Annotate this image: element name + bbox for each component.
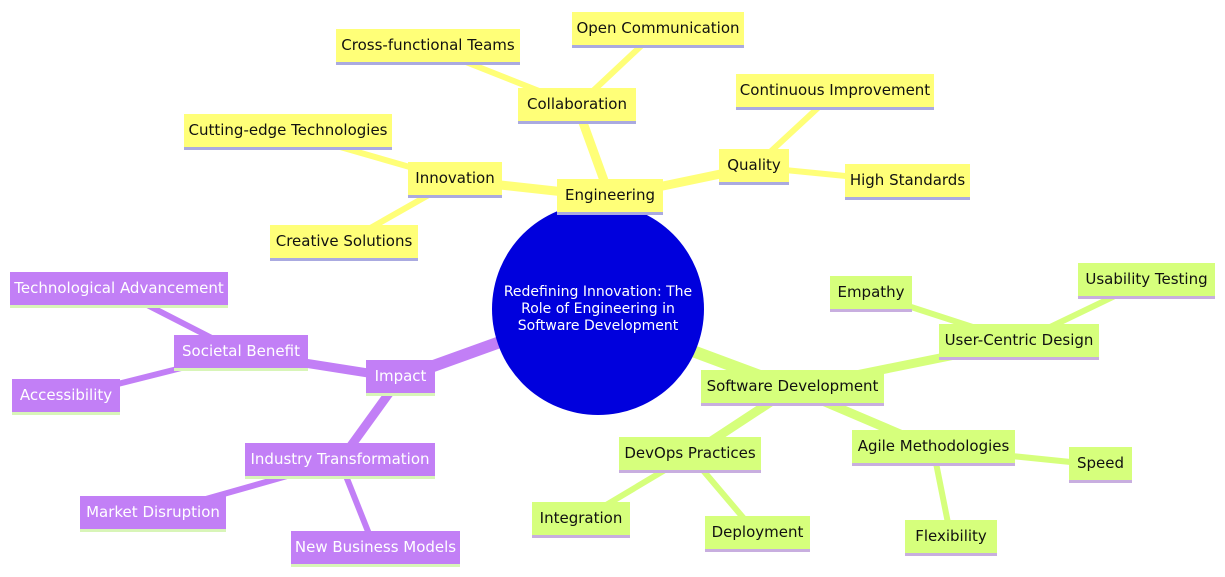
node-software-development: Software Development <box>701 370 884 406</box>
node-user-centric-design: User-Centric Design <box>939 324 1099 360</box>
node-market-disruption-label: Market Disruption <box>86 503 220 521</box>
node-cross-functional-teams-label: Cross-functional Teams <box>341 36 515 54</box>
node-quality: Quality <box>719 149 789 185</box>
node-industry-transformation-label: Industry Transformation <box>250 450 430 468</box>
node-societal-benefit: Societal Benefit <box>174 335 308 371</box>
node-flexibility: Flexibility <box>905 520 997 556</box>
root-node: Redefining Innovation: The Role of Engin… <box>492 203 704 415</box>
node-creative-solutions: Creative Solutions <box>270 225 418 261</box>
node-empathy: Empathy <box>830 276 912 312</box>
node-collaboration: Collaboration <box>518 88 636 124</box>
node-societal-benefit-label: Societal Benefit <box>182 342 300 360</box>
node-software-development-label: Software Development <box>706 377 879 395</box>
node-creative-solutions-label: Creative Solutions <box>275 232 413 250</box>
node-cutting-edge-technologies-label: Cutting-edge Technologies <box>188 121 388 139</box>
node-usability-testing-label: Usability Testing <box>1085 270 1208 288</box>
node-open-communication-label: Open Communication <box>576 19 740 37</box>
root-label: Redefining Innovation: The Role of Engin… <box>503 283 693 334</box>
node-innovation-label: Innovation <box>415 169 495 187</box>
node-technological-advancement: Technological Advancement <box>10 272 228 308</box>
node-high-standards-label: High Standards <box>849 171 966 189</box>
node-devops-practices-label: DevOps Practices <box>624 444 756 462</box>
node-integration: Integration <box>532 502 630 538</box>
node-speed: Speed <box>1069 447 1132 483</box>
node-market-disruption: Market Disruption <box>80 496 226 532</box>
node-industry-transformation: Industry Transformation <box>245 443 435 479</box>
node-open-communication: Open Communication <box>572 12 744 48</box>
node-cross-functional-teams: Cross-functional Teams <box>336 29 520 65</box>
node-impact: Impact <box>366 360 435 396</box>
node-impact-label: Impact <box>374 367 427 385</box>
node-deployment: Deployment <box>705 516 810 552</box>
node-integration-label: Integration <box>539 509 623 527</box>
node-empathy-label: Empathy <box>837 283 905 301</box>
node-new-business-models-label: New Business Models <box>294 538 457 556</box>
node-speed-label: Speed <box>1076 454 1125 472</box>
node-continuous-improvement-label: Continuous Improvement <box>739 81 931 99</box>
node-quality-label: Quality <box>727 156 781 174</box>
node-accessibility: Accessibility <box>12 379 120 415</box>
node-technological-advancement-label: Technological Advancement <box>14 279 224 297</box>
node-collaboration-label: Collaboration <box>527 95 627 113</box>
node-deployment-label: Deployment <box>711 523 804 541</box>
node-continuous-improvement: Continuous Improvement <box>736 74 934 110</box>
node-new-business-models: New Business Models <box>291 531 460 567</box>
node-flexibility-label: Flexibility <box>915 527 987 545</box>
node-innovation: Innovation <box>408 162 502 198</box>
node-agile-methodologies-label: Agile Methodologies <box>857 437 1010 455</box>
node-accessibility-label: Accessibility <box>19 386 113 404</box>
node-high-standards: High Standards <box>845 164 970 200</box>
node-devops-practices: DevOps Practices <box>619 437 761 473</box>
node-engineering: Engineering <box>557 179 663 215</box>
node-cutting-edge-technologies: Cutting-edge Technologies <box>184 114 392 150</box>
node-agile-methodologies: Agile Methodologies <box>852 430 1015 466</box>
node-usability-testing: Usability Testing <box>1078 263 1215 299</box>
node-user-centric-design-label: User-Centric Design <box>944 331 1094 349</box>
node-engineering-label: Engineering <box>565 186 655 204</box>
